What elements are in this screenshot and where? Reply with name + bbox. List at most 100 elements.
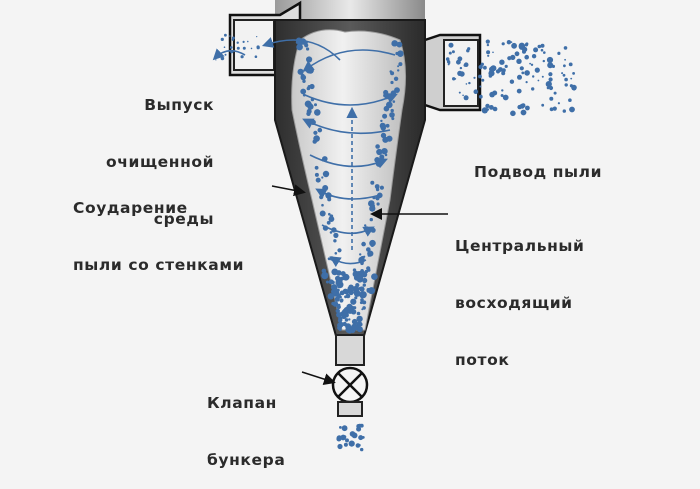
- dust-particle: [331, 268, 339, 276]
- dust-particle: [314, 165, 319, 170]
- dust-particle: [236, 41, 239, 44]
- label-outlet: Выпуск очищенной среды: [106, 96, 215, 228]
- dust-particle: [359, 286, 365, 292]
- dust-particle: [564, 83, 568, 87]
- dust-particle: [319, 210, 326, 217]
- dust-particle: [563, 46, 568, 50]
- dust-particle: [569, 106, 575, 113]
- dust-particle: [337, 443, 343, 450]
- dust-particle: [328, 279, 334, 285]
- dust-particle: [322, 170, 330, 178]
- dust-particle: [305, 66, 313, 74]
- dust-particle: [549, 96, 554, 101]
- dust-particle: [468, 81, 471, 85]
- dust-particle: [362, 306, 366, 310]
- dust-particle: [473, 76, 476, 79]
- dust-particle: [370, 180, 375, 185]
- dust-particle: [537, 79, 540, 82]
- dust-particle: [557, 51, 561, 56]
- dust-particle: [525, 81, 528, 84]
- dust-particle: [547, 62, 554, 69]
- dust-particle: [359, 253, 362, 256]
- dust-particle: [361, 241, 366, 247]
- dust-particle: [501, 68, 506, 73]
- cyclone-interior: [291, 29, 407, 331]
- dust-particle: [297, 38, 302, 44]
- dust-particle: [390, 108, 394, 113]
- dust-particle: [478, 94, 483, 99]
- dust-particle: [364, 224, 367, 227]
- dust-particle: [385, 123, 390, 128]
- dust-particle: [375, 144, 380, 149]
- dust-particle: [302, 79, 306, 84]
- dust-particle: [372, 196, 376, 200]
- dust-particle: [459, 66, 463, 70]
- dust-particle: [564, 58, 566, 61]
- dust-particle: [507, 56, 512, 61]
- dust-particle: [397, 50, 404, 57]
- dust-particle: [344, 274, 350, 280]
- dust-particle: [301, 39, 304, 43]
- dust-particle: [486, 43, 490, 47]
- dust-particle: [224, 53, 227, 56]
- dust-particle: [327, 293, 334, 300]
- dust-particle: [521, 71, 525, 75]
- dust-particle: [300, 88, 307, 95]
- dust-particle: [380, 123, 386, 129]
- dust-particle: [366, 268, 371, 272]
- dust-particle: [224, 33, 227, 37]
- dust-particle: [514, 51, 520, 57]
- dust-particle: [486, 108, 489, 111]
- dust-particle: [524, 43, 529, 47]
- dust-particle: [379, 154, 385, 160]
- dust-particle: [345, 438, 349, 443]
- dust-particle: [342, 308, 350, 316]
- dust-particle: [242, 40, 245, 44]
- dust-particle: [223, 46, 226, 48]
- dust-particle: [563, 64, 566, 68]
- dust-particle: [375, 196, 380, 201]
- dust-particle: [342, 321, 347, 327]
- dust-particle: [448, 62, 451, 64]
- dust-particle: [557, 102, 561, 105]
- dust-particle: [338, 321, 344, 328]
- dust-particle: [369, 217, 373, 222]
- dust-particle: [463, 62, 469, 67]
- dust-particle: [541, 103, 545, 107]
- dust-particle: [336, 312, 342, 318]
- dust-particle: [345, 326, 353, 334]
- dust-particle: [568, 62, 573, 67]
- dust-particle: [548, 72, 553, 77]
- dust-particle: [375, 160, 382, 167]
- dust-particle: [351, 286, 357, 292]
- dust-particle: [359, 322, 363, 327]
- dust-particle: [370, 203, 376, 209]
- dust-particle: [326, 220, 331, 225]
- dust-particle: [322, 185, 329, 191]
- label-pointers: [271, 184, 448, 385]
- dust-particle: [376, 148, 383, 156]
- dust-particle: [381, 148, 388, 155]
- dust-particle: [370, 227, 376, 233]
- dust-particle: [479, 85, 482, 88]
- dust-particle: [314, 172, 319, 177]
- dust-particle: [327, 193, 332, 199]
- dust-particle: [396, 41, 403, 48]
- dust-particle: [546, 56, 554, 64]
- dust-particle: [351, 323, 359, 331]
- dust-particle: [313, 135, 320, 142]
- dust-particle: [501, 42, 505, 46]
- dust-particle: [348, 318, 351, 321]
- dust-particle: [389, 70, 393, 73]
- dust-particle: [356, 311, 361, 316]
- dust-particle: [457, 56, 463, 62]
- dust-particle: [519, 66, 524, 71]
- dust-particle: [572, 88, 576, 91]
- dust-particle: [540, 48, 544, 52]
- dust-particle: [520, 109, 527, 116]
- dust-particle: [462, 94, 464, 97]
- dust-particle: [356, 290, 361, 296]
- dust-particle: [304, 100, 312, 108]
- dust-particle: [220, 56, 225, 61]
- dust-particle: [380, 132, 387, 139]
